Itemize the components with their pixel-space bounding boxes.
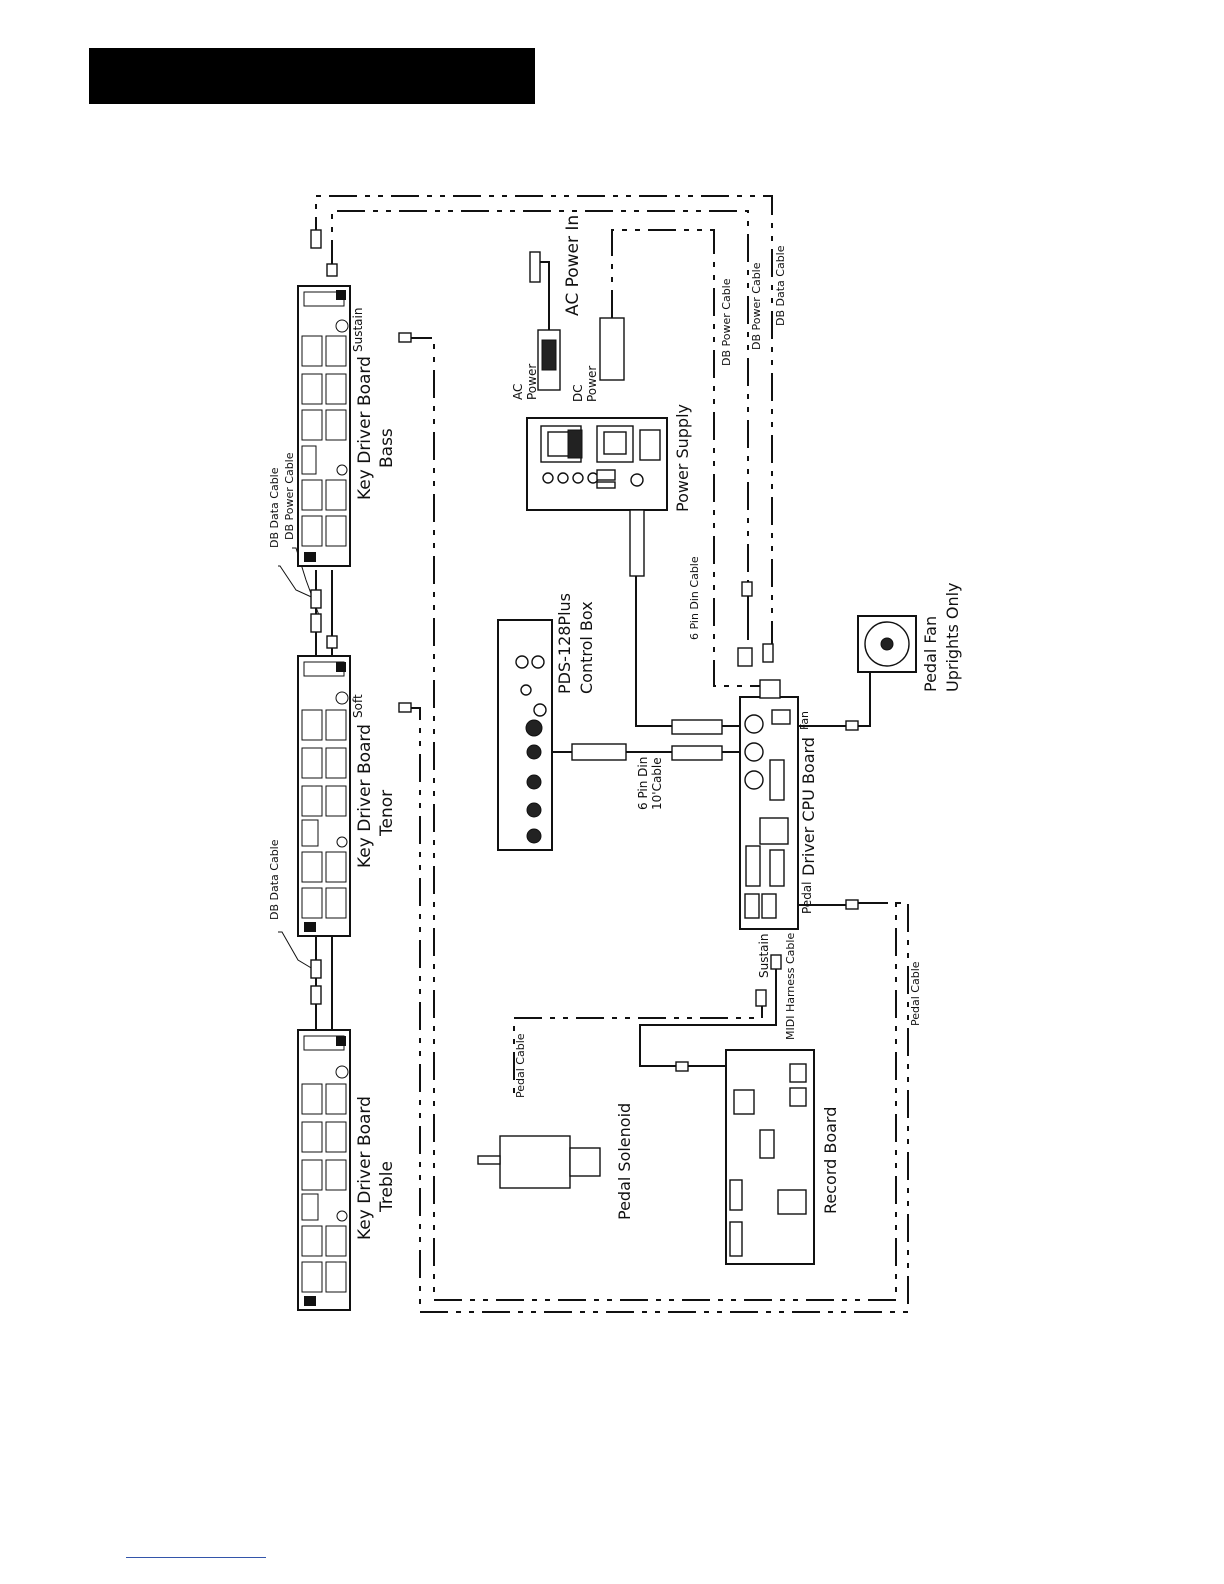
- pedal-cable-left-run: [513, 990, 763, 1098]
- svg-text:Pedal Fan Uprights Only: Pedal Fan Uprights Only: [921, 582, 962, 692]
- kdb-bass-line1: Key Driver Board: [355, 356, 375, 500]
- control-box: [497, 619, 627, 851]
- control-box-line2: Control Box: [577, 601, 596, 694]
- pedal-fan-line2: Uprights Only: [943, 582, 962, 692]
- power-supply: [526, 251, 668, 577]
- pedal-fan-line1: Pedal Fan: [921, 616, 940, 692]
- record-board-label: Record Board: [821, 1107, 840, 1214]
- header-title-bar: [89, 48, 535, 104]
- db-data-cable-right-label: DB Data Cable: [774, 245, 787, 326]
- dc-power-line1: DC: [571, 384, 585, 402]
- pedal-solenoid-label: Pedal Solenoid: [615, 1103, 634, 1220]
- sustain-loop: [404, 337, 897, 1301]
- svg-text:DC Power: DC Power: [571, 366, 599, 402]
- fan-label: Fan: [798, 711, 811, 730]
- ac-power-in-label: AC Power In: [563, 215, 583, 316]
- pedal-solenoid: [477, 1135, 601, 1189]
- db-power-cable-2-label: DB Power Cable: [750, 262, 763, 350]
- svg-text:Key Driver Board Tenor: Key Driver Board Tenor: [355, 719, 397, 868]
- key-driver-board-treble: [297, 1029, 351, 1311]
- driver-cpu-board-label: Driver CPU Board: [799, 737, 818, 876]
- six-pin-din-cable-label: 6 Pin Din Cable: [688, 556, 701, 640]
- svg-text:PDS-128Plus Control Box: PDS-128Plus Control Box: [555, 588, 596, 694]
- db-power-cable-upper-label: DB Power Cable: [283, 452, 296, 540]
- pedal-label: Pedal: [800, 882, 814, 915]
- kdb-tenor-line1: Key Driver Board: [355, 724, 375, 868]
- kdb-treble-line1: Key Driver Board: [355, 1096, 375, 1240]
- kdb-bass-line2: Bass: [377, 428, 397, 468]
- footer-rule: [126, 1557, 266, 1558]
- kdb-tenor-line2: Tenor: [377, 790, 397, 837]
- key-driver-board-bass: [297, 285, 351, 567]
- control-box-line1: PDS-128Plus: [555, 593, 574, 694]
- db-data-cable-upper-label: DB Data Cable: [268, 467, 281, 548]
- svg-text:Key Driver Board Bass: Key Driver Board Bass: [355, 351, 397, 500]
- ac-power-line1: AC: [511, 384, 525, 400]
- diagram-labels: Key Driver Board Bass Key Driver Board T…: [268, 215, 962, 1240]
- driver-cpu-board: [671, 679, 799, 930]
- soft-label: Soft: [351, 694, 365, 718]
- db-power-cable-1-run: [611, 229, 760, 687]
- power-supply-label: Power Supply: [673, 404, 692, 512]
- dc-power-line2: Power: [585, 366, 599, 402]
- sustain-top-label: Sustain: [351, 308, 365, 352]
- cable-runs: [278, 195, 909, 1313]
- db-data-cable-run: [315, 195, 773, 650]
- svg-text:6 Pin Din 10'Cable: 6 Pin Din 10'Cable: [636, 753, 664, 810]
- kdb-treble-line2: Treble: [377, 1161, 397, 1213]
- pedal-cable-right-label: Pedal Cable: [909, 961, 922, 1026]
- cable-connectors: [310, 229, 859, 1072]
- ac-power-line2: Power: [525, 364, 539, 400]
- six-pin-din-10-line1: 6 Pin Din: [636, 757, 650, 810]
- pedal-cable-left-label: Pedal Cable: [514, 1033, 527, 1098]
- db-data-cable-lower-label: DB Data Cable: [268, 839, 281, 920]
- svg-text:AC Power: AC Power: [511, 364, 539, 400]
- midi-harness-cable-label: MIDI Harness Cable: [784, 933, 797, 1040]
- sustain-cpu-label: Sustain: [757, 934, 771, 978]
- svg-text:Key Driver Board Treble: Key Driver Board Treble: [355, 1091, 397, 1240]
- db-power-cable-1-label: DB Power Cable: [720, 278, 733, 366]
- six-pin-din-10-line2: 10'Cable: [650, 757, 664, 810]
- db-power-cable-run: [331, 210, 749, 590]
- soft-loop: [404, 707, 909, 1313]
- key-driver-board-tenor: [297, 655, 351, 937]
- pedal-fan: [857, 615, 917, 673]
- record-board: [725, 1049, 815, 1265]
